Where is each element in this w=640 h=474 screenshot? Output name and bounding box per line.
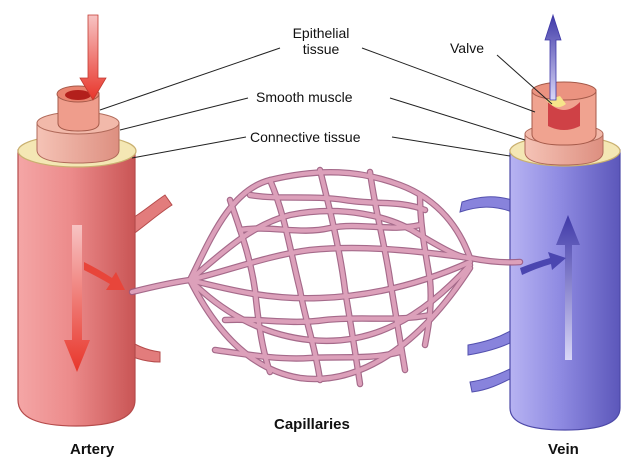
artery-inflow-arrow <box>79 14 107 101</box>
label-capillaries: Capillaries <box>274 416 350 433</box>
artery-flow-arrow <box>64 225 90 372</box>
vein-branch-flow-arrow <box>520 252 566 275</box>
leader-connective-vein <box>391 136 511 157</box>
vein-outflow-arrow <box>544 13 562 101</box>
vein-branch-lower-2 <box>469 367 513 393</box>
leader-lines <box>99 47 553 159</box>
capillary-network <box>128 166 524 388</box>
leader-valve <box>496 54 553 105</box>
label-vein: Vein <box>548 441 579 458</box>
leader-epithelial-artery <box>99 47 281 111</box>
leader-epithelial-vein <box>361 47 536 113</box>
artery <box>17 14 173 427</box>
vein <box>459 13 621 431</box>
label-valve: Valve <box>450 40 484 56</box>
vein-valve <box>548 102 580 130</box>
leader-connective-artery <box>131 136 247 159</box>
vein-branch-lower-1 <box>467 329 513 356</box>
label-connective-tissue: Connective tissue <box>250 129 361 145</box>
vein-flow-arrow <box>556 215 580 360</box>
label-smooth-muscle: Smooth muscle <box>256 89 353 105</box>
label-epithelial-tissue: Epithelial tissue <box>292 25 350 57</box>
leader-muscle-artery <box>119 97 249 131</box>
artery-branch-flow-arrow <box>84 262 125 290</box>
artery-epithelial-layer <box>57 92 100 132</box>
leader-muscle-vein <box>389 97 526 141</box>
label-artery: Artery <box>70 441 115 458</box>
vein-branch-upper <box>459 196 513 213</box>
artery-lumen <box>65 90 91 100</box>
